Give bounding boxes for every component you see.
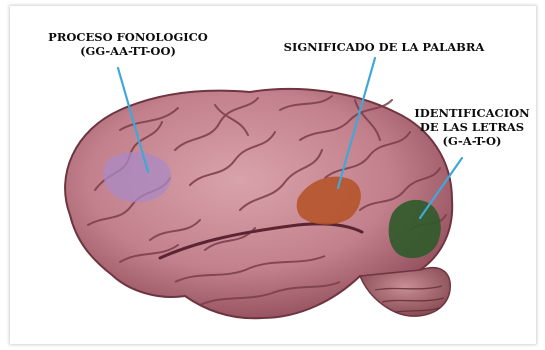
label-identificacion: IDENTIFICACION DE LAS LETRAS (G-A-T-O) [402, 106, 542, 148]
label-identificacion-line2: DE LAS LETRAS [402, 120, 542, 134]
label-identificacion-line3: (G-A-T-O) [402, 134, 542, 148]
label-fonologico-line2: (GG-AA-TT-OO) [30, 44, 226, 58]
label-significado-line1: SIGNIFICADO DE LA PALABRA [264, 40, 504, 54]
label-fonologico-line1: PROCESO FONOLOGICO [30, 30, 226, 44]
label-significado: SIGNIFICADO DE LA PALABRA [264, 40, 504, 54]
region-identificacion [389, 200, 441, 258]
label-proceso-fonologico: PROCESO FONOLOGICO (GG-AA-TT-OO) [30, 30, 226, 58]
label-identificacion-line1: IDENTIFICACION [402, 106, 542, 120]
